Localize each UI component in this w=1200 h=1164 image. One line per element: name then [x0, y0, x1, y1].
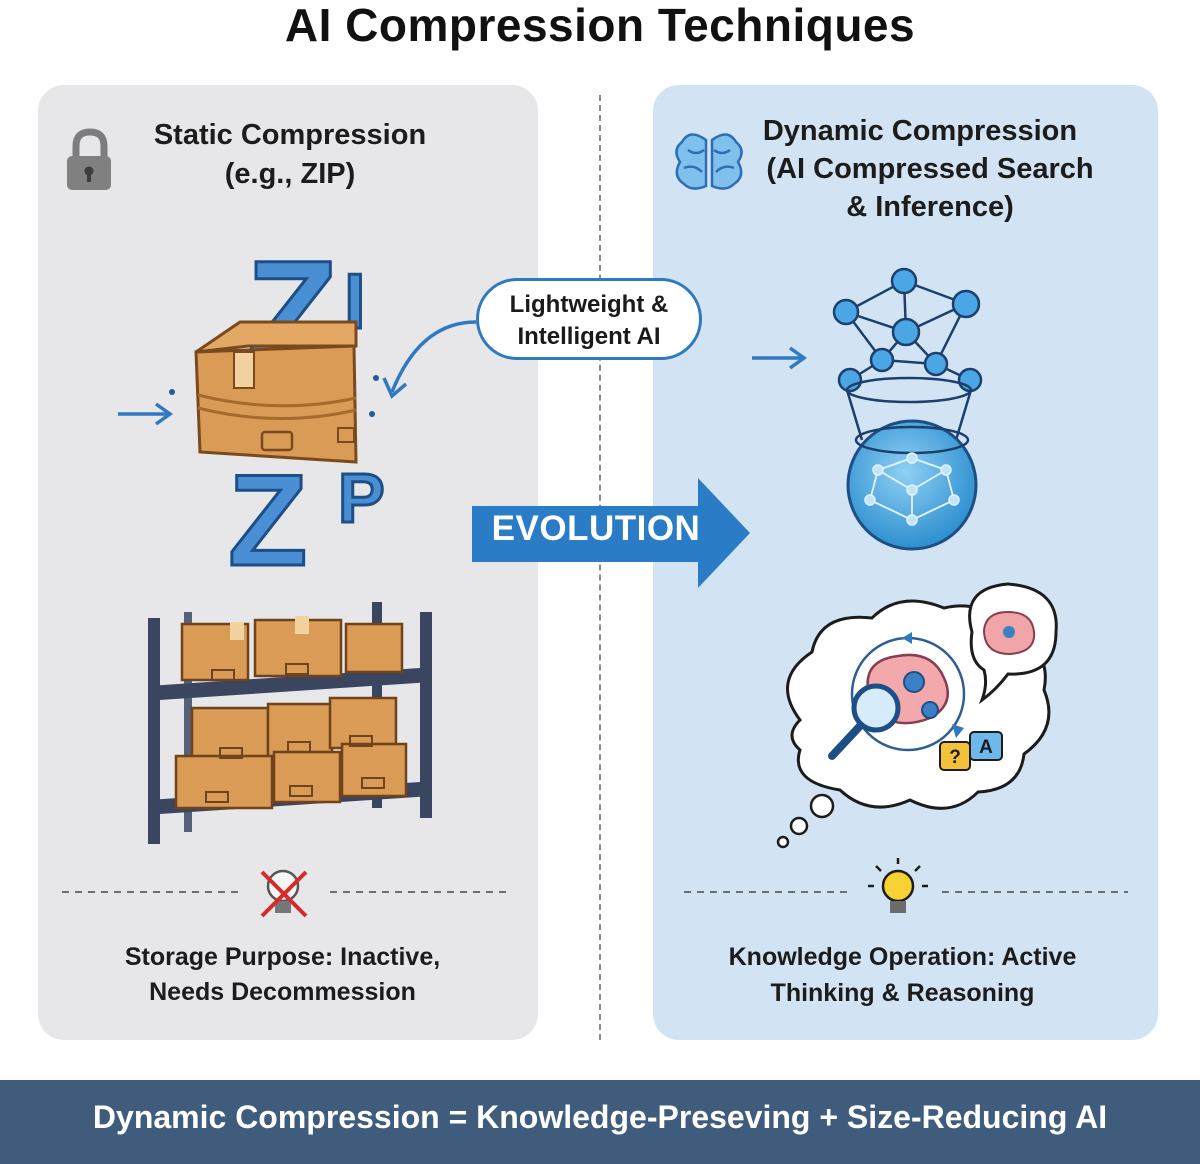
storage-shelf-icon [148, 602, 432, 844]
page-title: AI Compression Techniques [284, 0, 916, 51]
static-panel-subtitle: (e.g., ZIP) [224, 158, 356, 190]
tile-letter-a: A [979, 737, 993, 758]
static-caption-line-2: Needs Decommession [149, 978, 416, 1006]
static-panel-title: Static Compression [153, 119, 427, 151]
zip-letter-z2: Z [228, 447, 307, 593]
static-caption-line-1: Storage Purpose: Inactive, [124, 943, 441, 971]
illustration-layer: Z I Z P [62, 128, 1128, 918]
tile-question-mark: ? [949, 747, 961, 768]
crossed-lightbulb-icon [260, 869, 308, 918]
dynamic-panel-subtitle: (AI Compressed Search [766, 153, 1094, 185]
lock-icon [67, 128, 111, 190]
compressed-box-icon: Z I Z P [169, 228, 386, 595]
dynamic-panel-subtitle-cont: & Inference) [846, 191, 1014, 223]
evolution-label: EVOLUTION [491, 509, 701, 548]
thought-bubble-icon: ? A [776, 582, 1058, 849]
callout-line-2: Intelligent AI [517, 323, 661, 350]
footer-banner: Dynamic Compression = Knowledge-Presevin… [0, 1080, 1200, 1164]
lightweight-ai-callout: Lightweight & Intelligent AI [476, 278, 702, 360]
dynamic-caption-line-2: Thinking & Reasoning [770, 979, 1035, 1007]
dynamic-caption-line-1: Knowledge Operation: Active [728, 943, 1077, 971]
lightbulb-icon [868, 858, 928, 913]
brain-icon [675, 133, 743, 190]
callout-pointer-arrow [382, 320, 477, 399]
footer-equation: Dynamic Compression = Knowledge-Presevin… [92, 1099, 1108, 1135]
evolution-arrow [472, 478, 750, 588]
callout-line-1: Lightweight & [509, 291, 669, 318]
center-dashed-divider [599, 95, 601, 1040]
input-arrow-icon [752, 346, 808, 370]
dynamic-panel-title: Dynamic Compression [762, 115, 1078, 147]
zip-letter-p: P [338, 459, 385, 537]
input-arrow-icon [118, 402, 174, 426]
neural-network-funnel-icon [832, 267, 983, 551]
